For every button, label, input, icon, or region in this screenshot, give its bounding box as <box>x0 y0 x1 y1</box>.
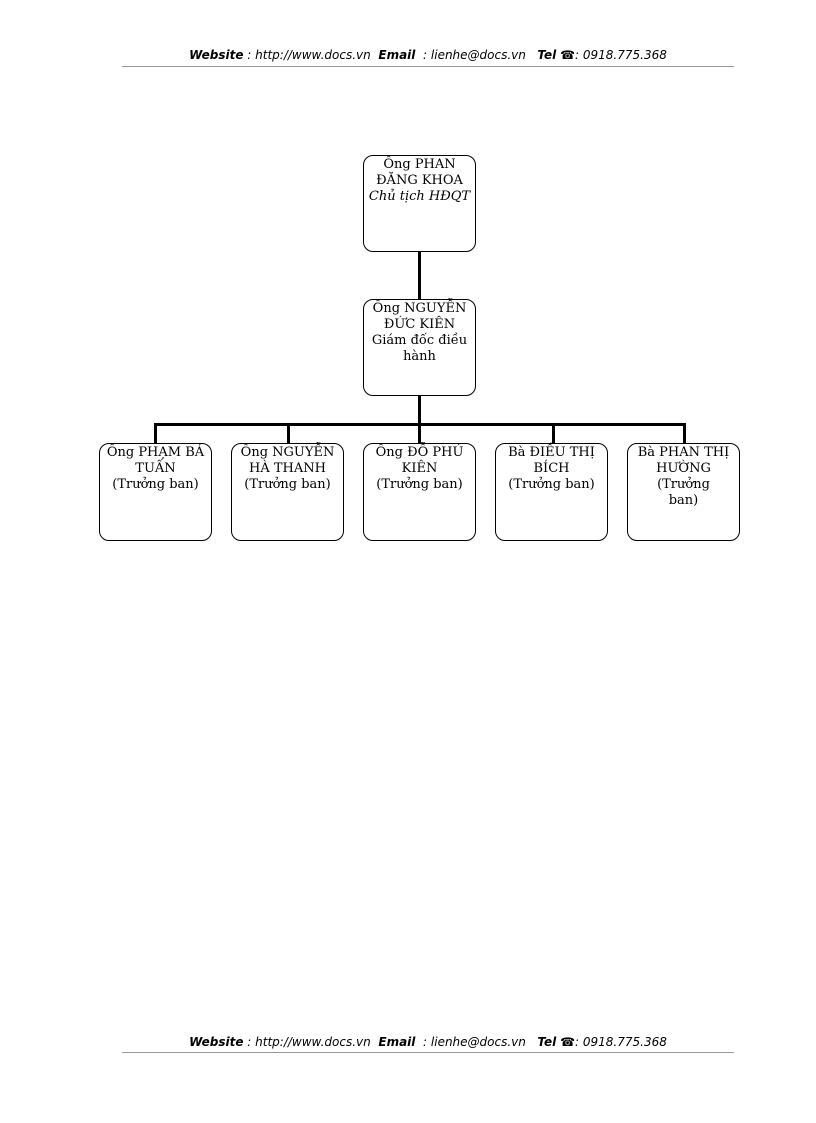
head-3-line3: (Trưởng ban) <box>376 477 463 492</box>
head-4-line3: (Trưởng ban) <box>508 477 595 492</box>
head-4-line1: Bà ĐIỀU THỊ <box>508 445 595 460</box>
footer-divider <box>122 1052 734 1053</box>
director-role-line2: hành <box>403 349 436 364</box>
node-head-5: Bà PHAN THỊ HƯỜNG (Trưởng ban) <box>627 443 740 541</box>
connector-drop-2 <box>287 423 290 444</box>
director-name-line1: Ông NGUYỄN <box>372 301 467 316</box>
footer-email-link[interactable]: : lienhe@docs.vn <box>423 1035 526 1049</box>
website-label: Website <box>189 48 244 62</box>
head-5-line1: Bà PHAN THỊ <box>637 445 730 460</box>
node-chairman: Ông PHAN ĐĂNG KHOA Chủ tịch HĐQT <box>363 155 476 252</box>
head-4-line2: BÍCH <box>533 461 570 476</box>
tel-label: Tel <box>537 48 557 62</box>
footer-tel-number: : 0918.775.368 <box>575 1035 667 1049</box>
node-head-3: Ông ĐỖ PHÚ KIÊN (Trưởng ban) <box>363 443 476 541</box>
page-header: Website : http://www.docs.vn Email : lie… <box>122 48 734 62</box>
connector-chairman-director <box>418 251 421 300</box>
node-head-2: Ông NGUYỄN HÀ THANH (Trưởng ban) <box>231 443 344 541</box>
connector-drop-1 <box>154 423 157 444</box>
head-2-line2: HÀ THANH <box>249 461 326 476</box>
chairman-name-line1: Ông PHAN <box>383 157 456 172</box>
email-link[interactable]: : lienhe@docs.vn <box>423 48 526 62</box>
email-label: Email <box>378 48 416 62</box>
head-2-line3: (Trưởng ban) <box>244 477 331 492</box>
head-2-line1: Ông NGUYỄN <box>240 445 335 460</box>
director-name-line2: ĐỨC KIÊN <box>383 317 456 332</box>
connector-drop-3 <box>418 423 421 444</box>
node-head-1: Ông PHẠM BÁ TUẤN (Trưởng ban) <box>99 443 212 541</box>
head-3-line1: Ông ĐỖ PHÚ <box>375 445 464 460</box>
head-1-line1: Ông PHẠM BÁ <box>106 445 205 460</box>
website-link[interactable]: : http://www.docs.vn <box>247 48 371 62</box>
tel-number: : 0918.775.368 <box>575 48 667 62</box>
connector-drop-5 <box>683 423 686 444</box>
telephone-icon: ☎ <box>560 1035 576 1049</box>
footer-email-label: Email <box>378 1035 416 1049</box>
footer-tel-label: Tel <box>537 1035 557 1049</box>
head-3-line2: KIÊN <box>401 461 438 476</box>
footer-website-link[interactable]: : http://www.docs.vn <box>247 1035 371 1049</box>
node-head-4: Bà ĐIỀU THỊ BÍCH (Trưởng ban) <box>495 443 608 541</box>
head-1-line3: (Trưởng ban) <box>112 477 199 492</box>
header-divider <box>122 66 734 67</box>
director-role-line1: Giám đốc điều <box>371 333 468 348</box>
chairman-name-line2: ĐĂNG KHOA <box>376 173 463 188</box>
footer-website-label: Website <box>189 1035 244 1049</box>
head-5-line2: HƯỜNG (Trưởng <box>656 461 711 492</box>
page-footer: Website : http://www.docs.vn Email : lie… <box>122 1035 734 1049</box>
chairman-role: Chủ tịch HĐQT <box>368 189 471 204</box>
head-1-line2: TUẤN <box>135 461 176 476</box>
connector-drop-4 <box>552 423 555 444</box>
head-5-line3: ban) <box>668 493 699 508</box>
telephone-icon: ☎ <box>560 48 576 62</box>
node-director: Ông NGUYỄN ĐỨC KIÊN Giám đốc điều hành <box>363 299 476 396</box>
connector-director-bus <box>418 395 421 425</box>
